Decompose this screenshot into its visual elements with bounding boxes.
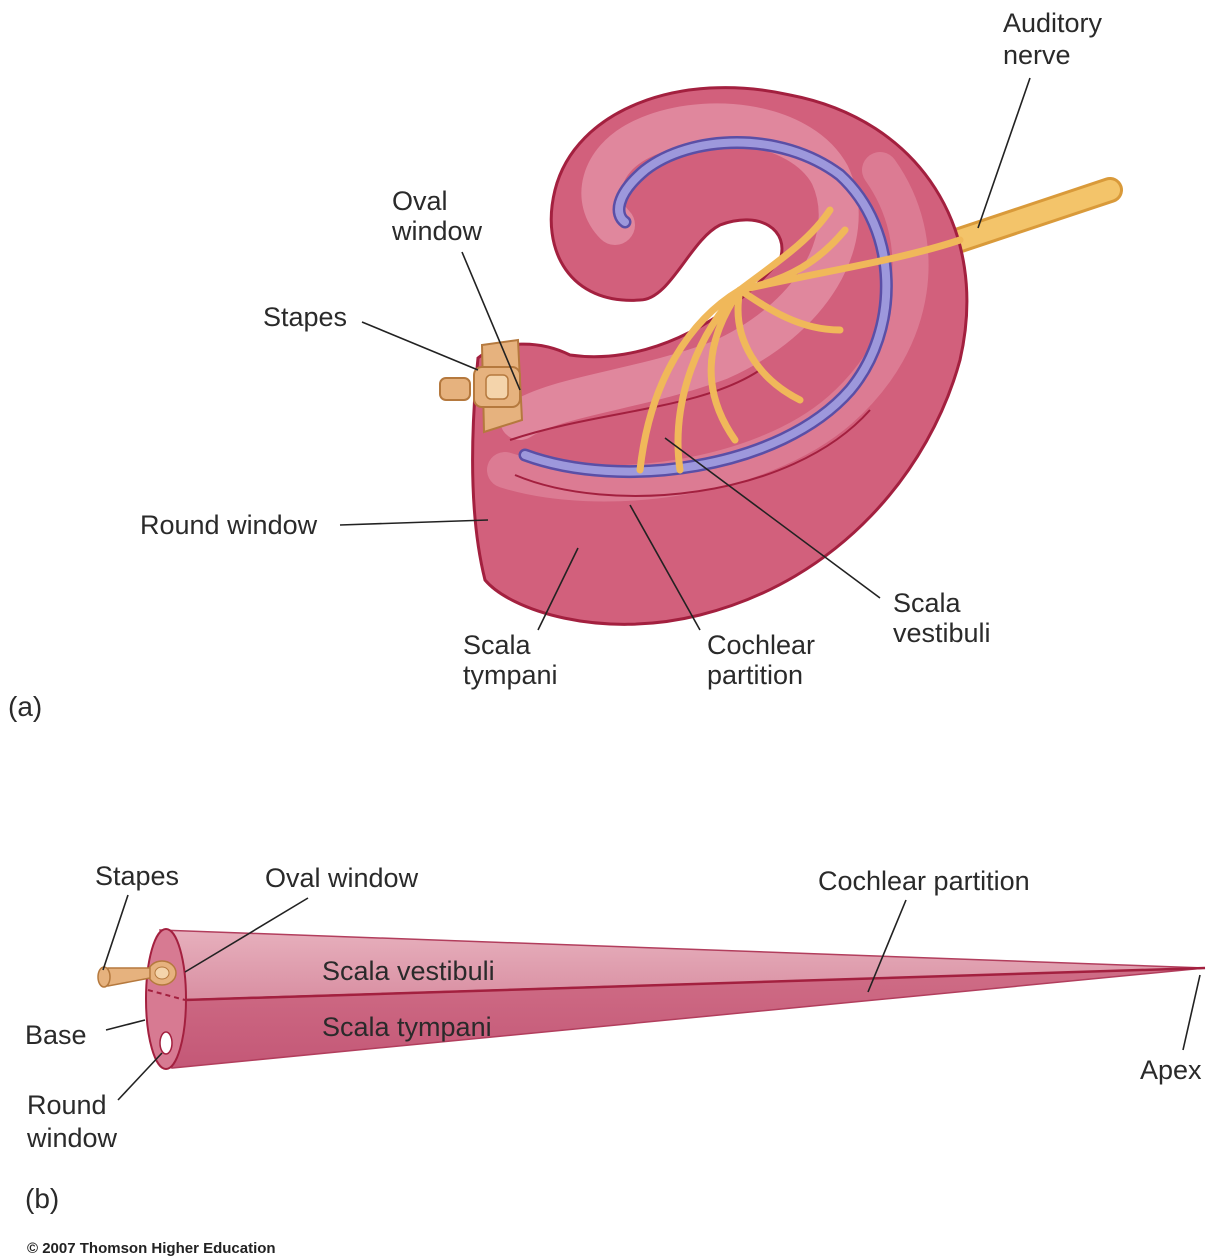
panel-a: Auditory nerve Oval window Stapes Round … (8, 8, 1110, 722)
label-round-window: Round window (140, 510, 318, 540)
label-round-window-b-2: window (26, 1123, 118, 1153)
panel-a-tag: (a) (8, 691, 42, 722)
label-scala-tympani-2: tympani (463, 660, 558, 690)
panel-b-tag: (b) (25, 1183, 59, 1214)
copyright-notice: © 2007 Thomson Higher Education (27, 1240, 276, 1257)
stapes-b (98, 961, 176, 987)
label-cochlear-partition-b: Cochlear partition (818, 866, 1030, 896)
label-cochlear-partition-1: Cochlear (707, 630, 815, 660)
label-scala-tympani-1: Scala (463, 630, 532, 660)
label-stapes-b: Stapes (95, 861, 179, 891)
panel-b: Stapes Oval window Cochlear partition Sc… (25, 861, 1205, 1214)
label-scala-vestibuli-1: Scala (893, 588, 962, 618)
round-window-b (160, 1032, 172, 1054)
label-scala-vestibuli-2: vestibuli (893, 618, 991, 648)
label-base: Base (25, 1020, 87, 1050)
label-auditory-nerve-2: nerve (1003, 40, 1071, 70)
label-oval-window-2: window (391, 216, 483, 246)
label-apex: Apex (1140, 1055, 1202, 1085)
cochlea-spiral (473, 88, 967, 625)
label-round-window-b-1: Round (27, 1090, 107, 1120)
label-oval-window-1: Oval (392, 186, 448, 216)
label-scala-tympani-b: Scala tympani (322, 1012, 492, 1042)
label-scala-vestibuli-b: Scala vestibuli (322, 956, 495, 986)
label-oval-window-b: Oval window (265, 863, 419, 893)
label-cochlear-partition-2: partition (707, 660, 803, 690)
label-stapes: Stapes (263, 302, 347, 332)
label-auditory-nerve-1: Auditory (1003, 8, 1103, 38)
